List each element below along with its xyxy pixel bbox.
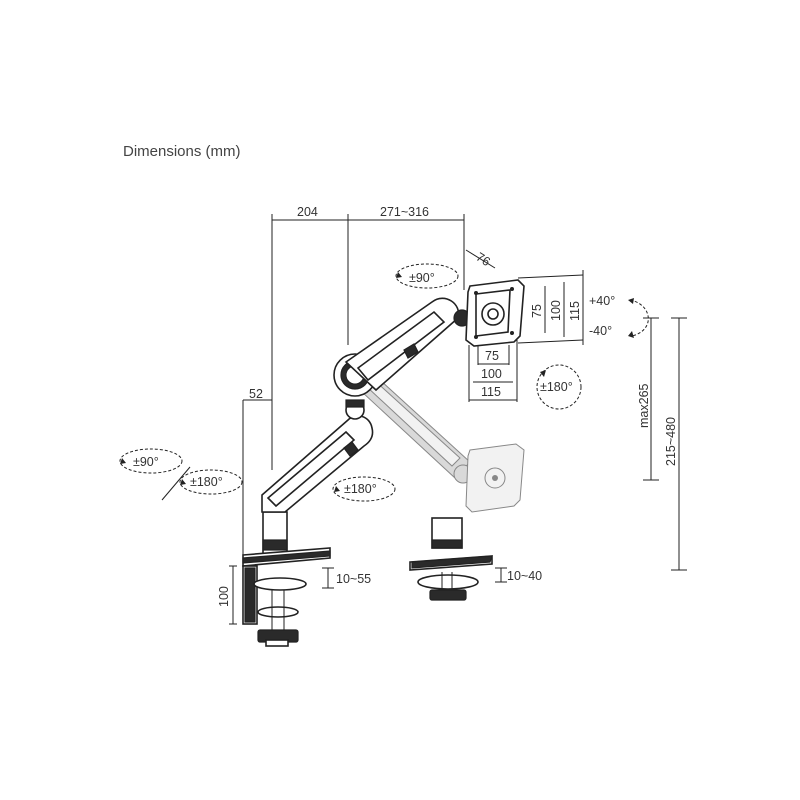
angle-rot180-arm: ±180° bbox=[344, 482, 377, 496]
dim-75-vertical: 75 bbox=[530, 304, 544, 318]
rotation-arrow-icon bbox=[536, 364, 582, 410]
dim-204: 204 bbox=[297, 205, 318, 219]
dim-10-55: 10~55 bbox=[336, 572, 371, 586]
dim-115-horizontal: 115 bbox=[481, 385, 501, 399]
angle-tilt-down: -40° bbox=[589, 324, 612, 338]
dim-100-vertical: 100 bbox=[549, 300, 563, 321]
angle-tilt-up: +40° bbox=[589, 294, 615, 308]
clamp-range-lines bbox=[322, 567, 507, 589]
upper-arm bbox=[333, 297, 460, 397]
diagram-title: Dimensions (mm) bbox=[123, 143, 241, 160]
angle-rot90-top: ±90° bbox=[409, 271, 435, 285]
vesa-bottom-dimension-lines bbox=[468, 340, 518, 402]
angle-rot90-left: ±90° bbox=[133, 455, 159, 469]
dim-max265: max265 bbox=[637, 383, 651, 428]
rotation-arrow-icon bbox=[332, 476, 396, 502]
dim-76: 76 bbox=[474, 250, 493, 269]
right-clamp bbox=[409, 517, 493, 601]
dim-52: 52 bbox=[249, 387, 263, 401]
lower-arm bbox=[261, 399, 374, 513]
angle-rot180-left: ±180° bbox=[190, 475, 223, 489]
dim-271-316: 271~316 bbox=[380, 205, 429, 219]
dim-115-vertical: 115 bbox=[568, 301, 582, 321]
rotation-arrow-icon bbox=[119, 448, 243, 501]
dim-100-horizontal: 100 bbox=[481, 367, 502, 381]
dim-75-horizontal: 75 bbox=[485, 349, 499, 363]
rotation-arrow-icon bbox=[395, 263, 459, 289]
rotation-arrow-icon bbox=[628, 298, 649, 338]
left-clamp bbox=[242, 511, 331, 647]
dim-10-40: 10~40 bbox=[507, 569, 542, 583]
dim-100-clamp: 100 bbox=[217, 586, 231, 607]
top-dimension-lines bbox=[271, 214, 584, 470]
vesa-plate bbox=[453, 279, 525, 347]
dim-215-480: 215~480 bbox=[664, 417, 678, 466]
height-dimension-lines bbox=[643, 317, 687, 571]
angle-rot180-vesa: ±180° bbox=[540, 380, 573, 394]
